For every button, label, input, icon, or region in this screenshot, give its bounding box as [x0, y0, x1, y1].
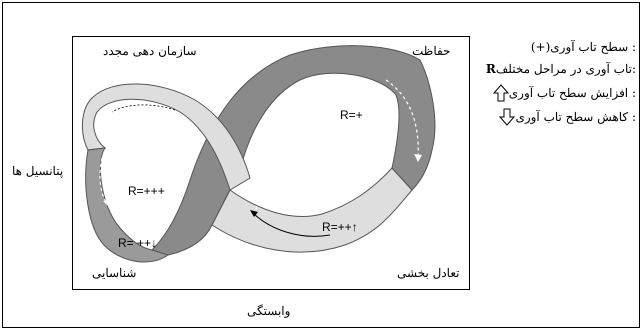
- hollow-down-arrow-icon: [499, 108, 516, 126]
- increase-small-arrow-icon: ↑: [351, 220, 358, 234]
- band-reorganization: [82, 83, 251, 191]
- legend-level-text: : سطح تاب آوری: [550, 40, 636, 54]
- phase-balancing: تعادل بخشی: [397, 266, 460, 280]
- resilience-label-identification: R= ++↓: [118, 236, 158, 250]
- hollow-up-arrow-icon: [492, 84, 509, 102]
- band-conservation: [151, 45, 436, 256]
- legend-decrease: : کاهش سطح تاب آوری: [497, 108, 636, 126]
- legend-level: : سطح تاب آوری (+): [529, 40, 636, 54]
- legend-increase: : افزایش سطح تاب آوری: [491, 84, 636, 102]
- phase-reorganization: سازمان دهی مجدد: [103, 44, 197, 58]
- decrease-small-arrow-icon: ↓: [151, 236, 158, 250]
- resilience-label-reorganization: R=+++: [128, 184, 165, 198]
- phase-identification: شناسایی: [92, 266, 137, 280]
- axis-connectedness: وابستگی: [247, 304, 291, 318]
- phase-conservation: حفاظت: [412, 44, 451, 58]
- figure-frame: [2, 2, 640, 328]
- legend-increase-text: : افزایش سطح تاب آوری: [508, 86, 636, 100]
- resilience-label-balancing: R=++↑: [322, 220, 358, 234]
- resilience-label-conservation: R=+: [340, 108, 363, 122]
- legend-r-symbol: R: [485, 62, 496, 76]
- axis-potentials: پتانسیل ها: [12, 164, 64, 178]
- legend-r-text: :تاب آوری در مراحل مختلف: [495, 62, 636, 76]
- legend-resilience: :تاب آوری در مراحل مختلف R: [484, 62, 636, 76]
- legend-level-symbol: (+): [530, 40, 551, 54]
- legend-decrease-text: : کاهش سطح تاب آوری: [515, 110, 636, 124]
